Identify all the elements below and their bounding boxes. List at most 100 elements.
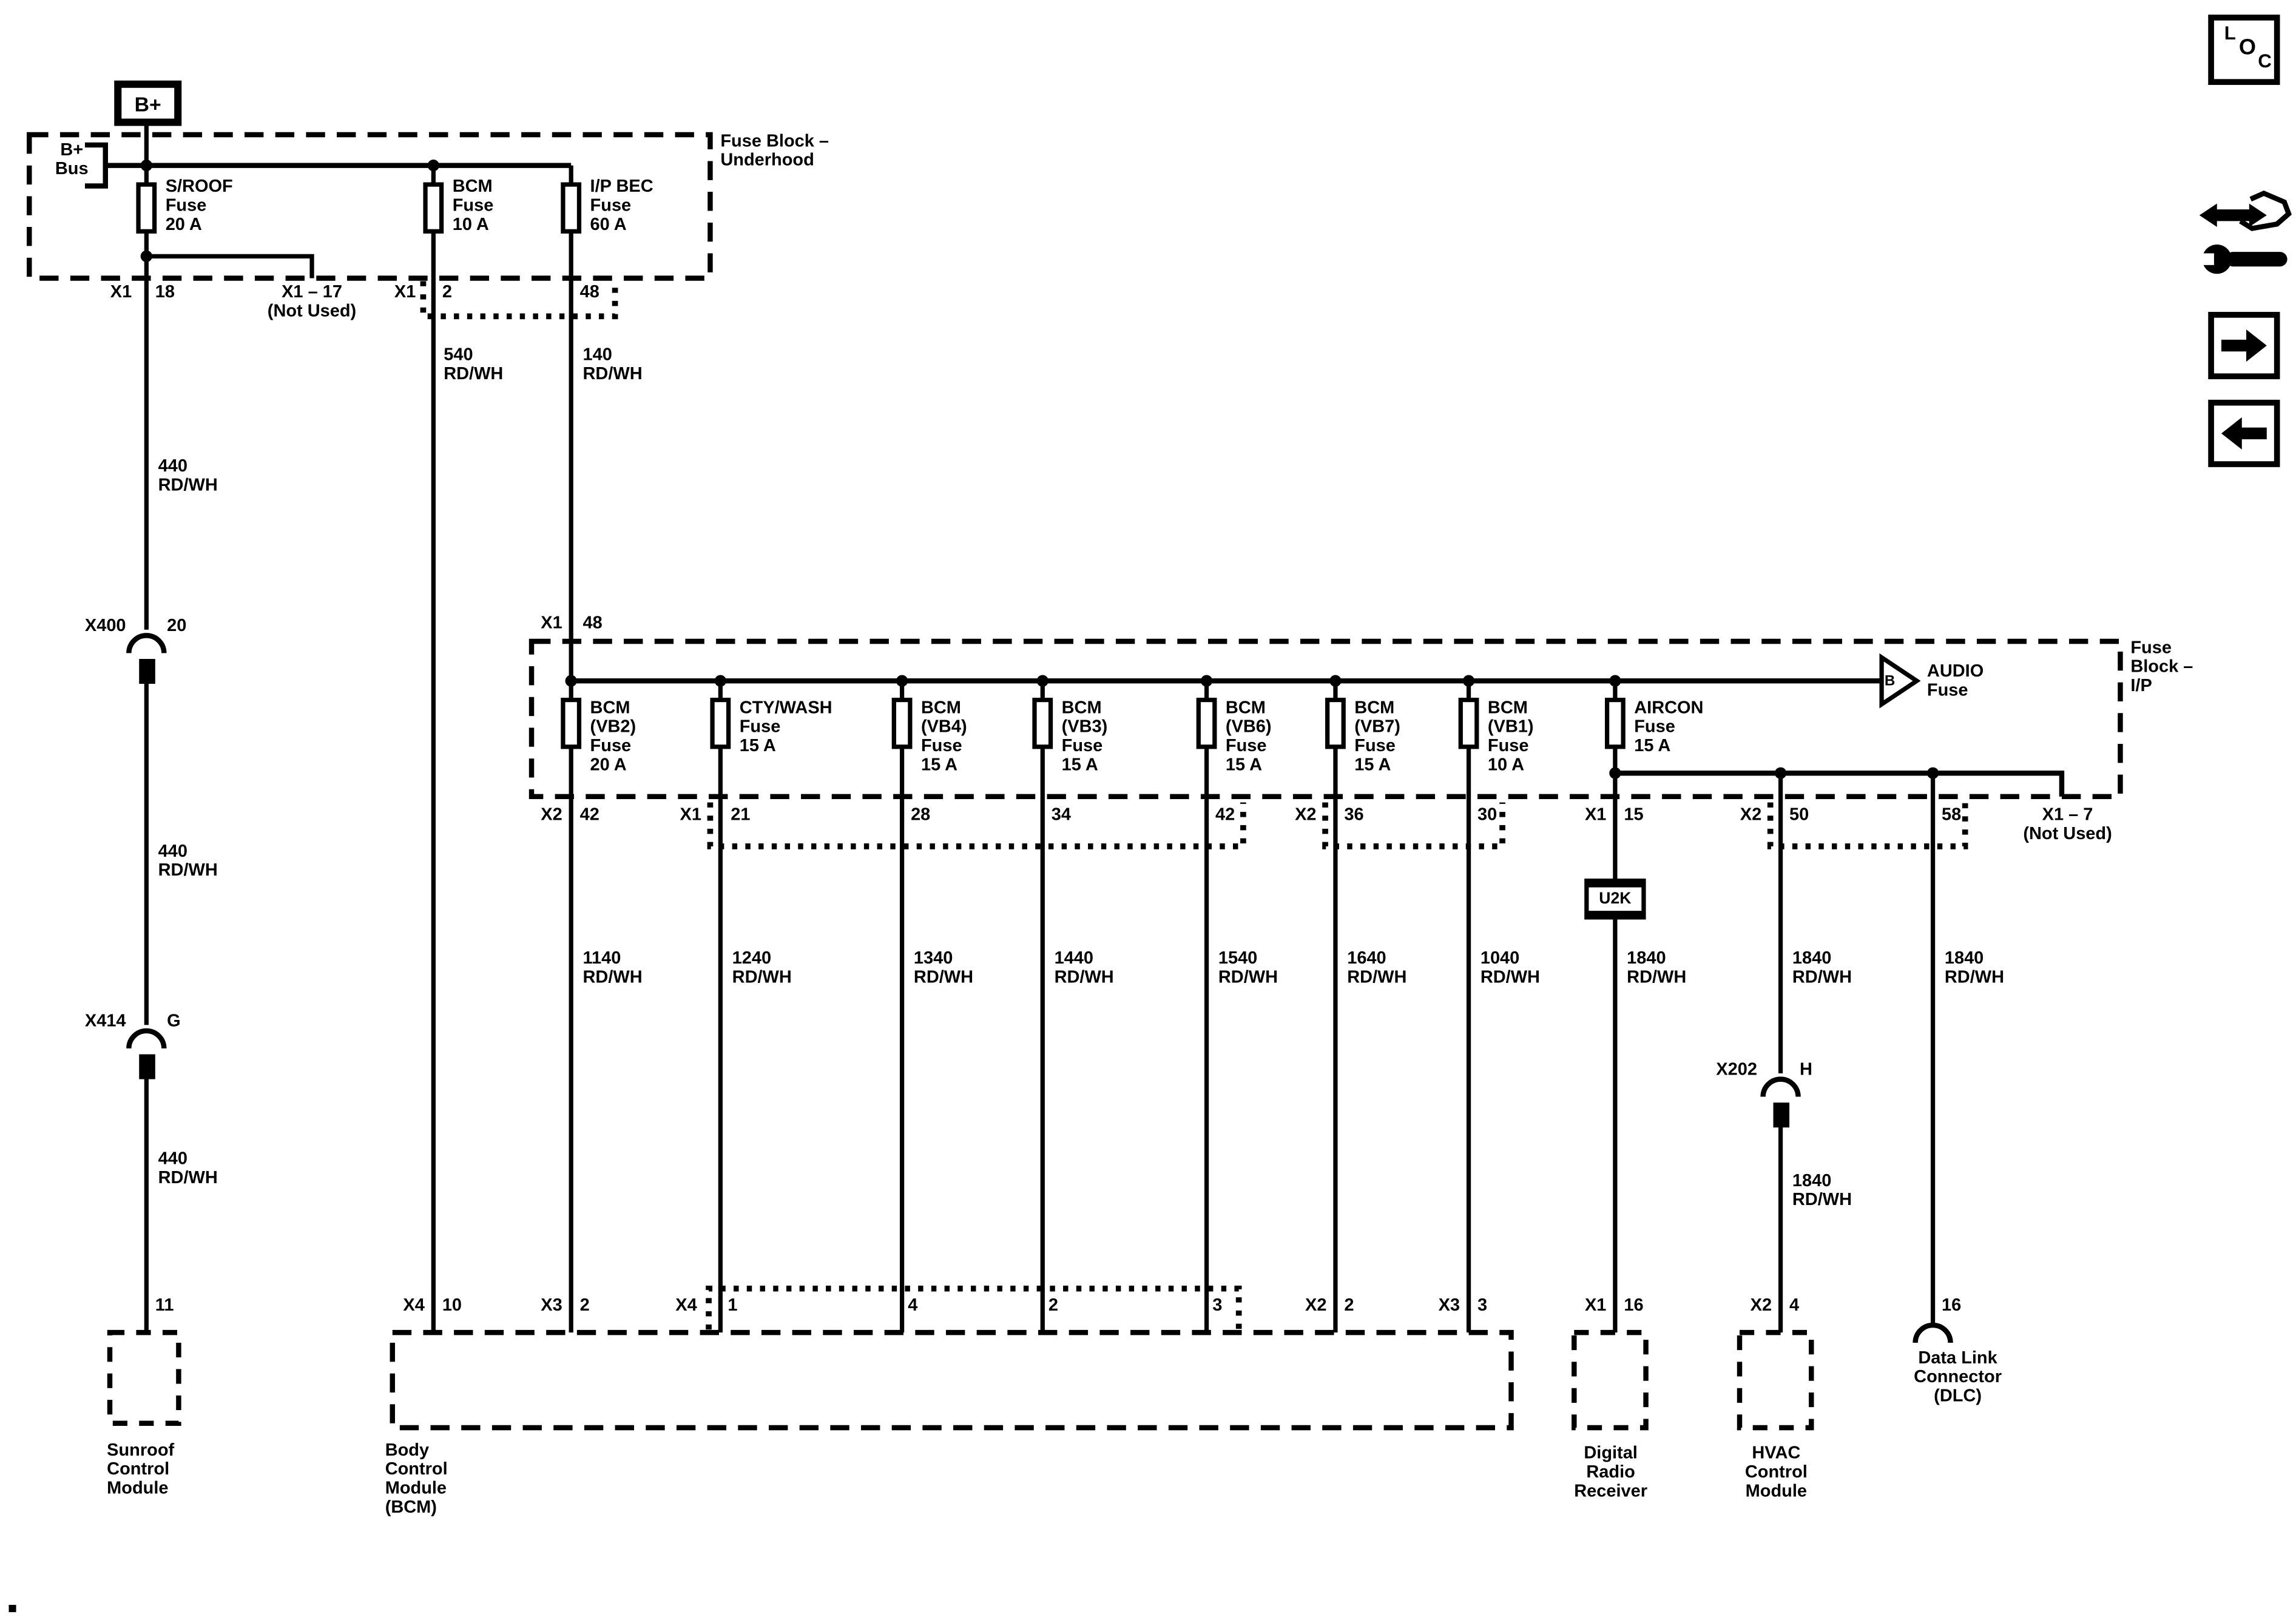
x202-pin-label: H — [1799, 1058, 1812, 1079]
wire-1140-label: 1140 RD/WH — [582, 947, 643, 987]
radio-pin-16: 16 — [1624, 1294, 1644, 1315]
bcm-pin-4: 4 — [908, 1294, 918, 1315]
wire-1040-label: 1040 RD/WH — [1480, 947, 1540, 987]
wire-1340-label: 1340 RD/WH — [913, 947, 974, 987]
wire-1840c-label: 1840 RD/WH — [1944, 947, 2005, 987]
wire-1840d-label: 1840 RD/WH — [1792, 1170, 1852, 1210]
radio-module-outline — [1572, 1329, 1649, 1431]
bcm-pin-2a: 2 — [579, 1294, 590, 1315]
bplus-label: B+ — [134, 91, 161, 115]
bcm-pin-x2: X2 — [1305, 1294, 1327, 1315]
underhood-fuse-block-outline — [27, 132, 713, 281]
ip-pin-34: 34 — [1051, 803, 1071, 825]
x414-pin-label: G — [167, 1010, 181, 1031]
double-arrow-icon — [2199, 203, 2267, 228]
bcm-module-outline — [390, 1329, 1514, 1431]
connector-group-brackets — [420, 281, 1968, 1330]
wire-1840b-label: 1840 RD/WH — [1792, 947, 1852, 987]
bcm-pin-x4b: X4 — [675, 1294, 697, 1315]
fuse-vb3-label: BCM (VB3) Fuse 15 A — [1061, 697, 1108, 775]
ip-pin-30: 30 — [1477, 803, 1497, 825]
ip-pin-x1b: X1 — [1584, 803, 1607, 825]
pin-2-label: 2 — [442, 281, 452, 302]
fuse-vb2-label: BCM (VB2) Fuse 20 A — [590, 697, 636, 775]
bcm-pin-x3b: X3 — [1438, 1294, 1460, 1315]
pin-18-label: 18 — [155, 281, 175, 302]
loc-button[interactable]: L O C — [2208, 15, 2280, 85]
audio-fuse-symbol — [1879, 653, 1921, 709]
wire-440b-label: 440 RD/WH — [158, 840, 218, 880]
sunroof-module-outline — [107, 1329, 181, 1426]
loc-letter-l: L — [2224, 22, 2236, 44]
bcm-pin-1: 1 — [728, 1294, 738, 1315]
circuit-wires — [144, 124, 1936, 1333]
hvac-pin-4: 4 — [1789, 1294, 1800, 1315]
underhood-block-title: Fuse Block – Underhood — [720, 130, 829, 170]
ip-pin-15: 15 — [1624, 803, 1644, 825]
ip-pin-x1a: X1 — [680, 803, 701, 825]
hvac-module-outline — [1737, 1329, 1814, 1431]
x400-label: X400 — [84, 615, 126, 636]
next-page-button[interactable] — [2208, 312, 2280, 380]
wire-440a-label: 440 RD/WH — [158, 455, 218, 495]
ip-pin-x2c: X2 — [1740, 803, 1762, 825]
fuse-aircon-label: AIRCON Fuse 15 A — [1634, 697, 1704, 756]
pin-48-label: 48 — [579, 281, 599, 302]
bcm-pin-2c: 2 — [1344, 1294, 1354, 1315]
ip-block-title: Fuse Block – I/P — [2130, 636, 2193, 696]
u2k-label: U2K — [1599, 890, 1632, 908]
ip-entry-pin-label: 48 — [582, 612, 603, 633]
junction-dots — [140, 160, 1939, 779]
fuse-ipbec-label: I/P BEC Fuse 60 A — [590, 175, 653, 235]
page-corner-mark — [8, 1604, 16, 1613]
arrow-right-icon — [2221, 329, 2267, 362]
bcm-pin-3a: 3 — [1212, 1294, 1223, 1315]
service-info-icon[interactable] — [2196, 190, 2296, 290]
inline-connector-terminals — [139, 658, 1790, 1128]
wire-440c-label: 440 RD/WH — [158, 1148, 218, 1188]
fuse-symbols — [136, 182, 1626, 749]
audio-fuse-label: AUDIO Fuse — [1926, 660, 1984, 700]
pin-x1b-label: X1 — [394, 281, 416, 302]
x400-pin-label: 20 — [167, 615, 187, 636]
fuse-vb7-label: BCM (VB7) Fuse 15 A — [1354, 697, 1400, 775]
bcm-pin-x4a: X4 — [403, 1294, 425, 1315]
bplus-terminal: B+ — [114, 80, 182, 126]
fuse-sroof-label: S/ROOF Fuse 20 A — [165, 175, 233, 235]
fuse-vb1-label: BCM (VB1) Fuse 10 A — [1487, 697, 1534, 775]
previous-page-button[interactable] — [2208, 399, 2280, 467]
sunroof-module-label: Sunroof Control Module — [107, 1439, 175, 1498]
wire-1440-label: 1440 RD/WH — [1054, 947, 1114, 987]
wire-140-label: 140 RD/WH — [582, 344, 643, 384]
fuse-ctywash-label: CTY/WASH Fuse 15 A — [739, 697, 832, 756]
bcm-pin-2b: 2 — [1048, 1294, 1059, 1315]
ip-pin-not-used: X1 – 7 (Not Used) — [2023, 803, 2112, 844]
loc-letter-o: O — [2238, 35, 2257, 60]
dlc-label: Data Link Connector (DLC) — [1914, 1347, 2002, 1406]
power-bus-lines — [105, 163, 2065, 797]
inline-connector-symbols — [126, 633, 1953, 1343]
ip-pin-28: 28 — [911, 803, 931, 825]
part-outline-icon — [2239, 190, 2292, 231]
u2k-code-box: U2K — [1584, 878, 1646, 920]
fuse-vb6-label: BCM (VB6) Fuse 15 A — [1225, 697, 1272, 775]
ip-fuse-block-outline — [528, 638, 2123, 800]
bcm-pin-x3a: X3 — [541, 1294, 562, 1315]
ip-pin-x2: X2 — [541, 803, 562, 825]
hvac-pin-x2: X2 — [1750, 1294, 1772, 1315]
ip-entry-conn-label: X1 — [541, 612, 562, 633]
wire-1240-label: 1240 RD/WH — [732, 947, 792, 987]
ip-pin-36: 36 — [1344, 803, 1364, 825]
ip-pin-58: 58 — [1942, 803, 1962, 825]
hvac-module-label: HVAC Control Module — [1744, 1442, 1808, 1501]
pin-x1-17-label: X1 – 17 (Not Used) — [267, 281, 357, 321]
bcm-pin-10: 10 — [442, 1294, 462, 1315]
fuse-vb4-label: BCM (VB4) Fuse 15 A — [920, 697, 967, 775]
fuse-bcm-label: BCM Fuse 10 A — [452, 175, 494, 235]
ip-pin-42a: 42 — [579, 803, 599, 825]
wire-540-label: 540 RD/WH — [444, 344, 504, 384]
loc-letter-c: C — [2258, 50, 2272, 72]
